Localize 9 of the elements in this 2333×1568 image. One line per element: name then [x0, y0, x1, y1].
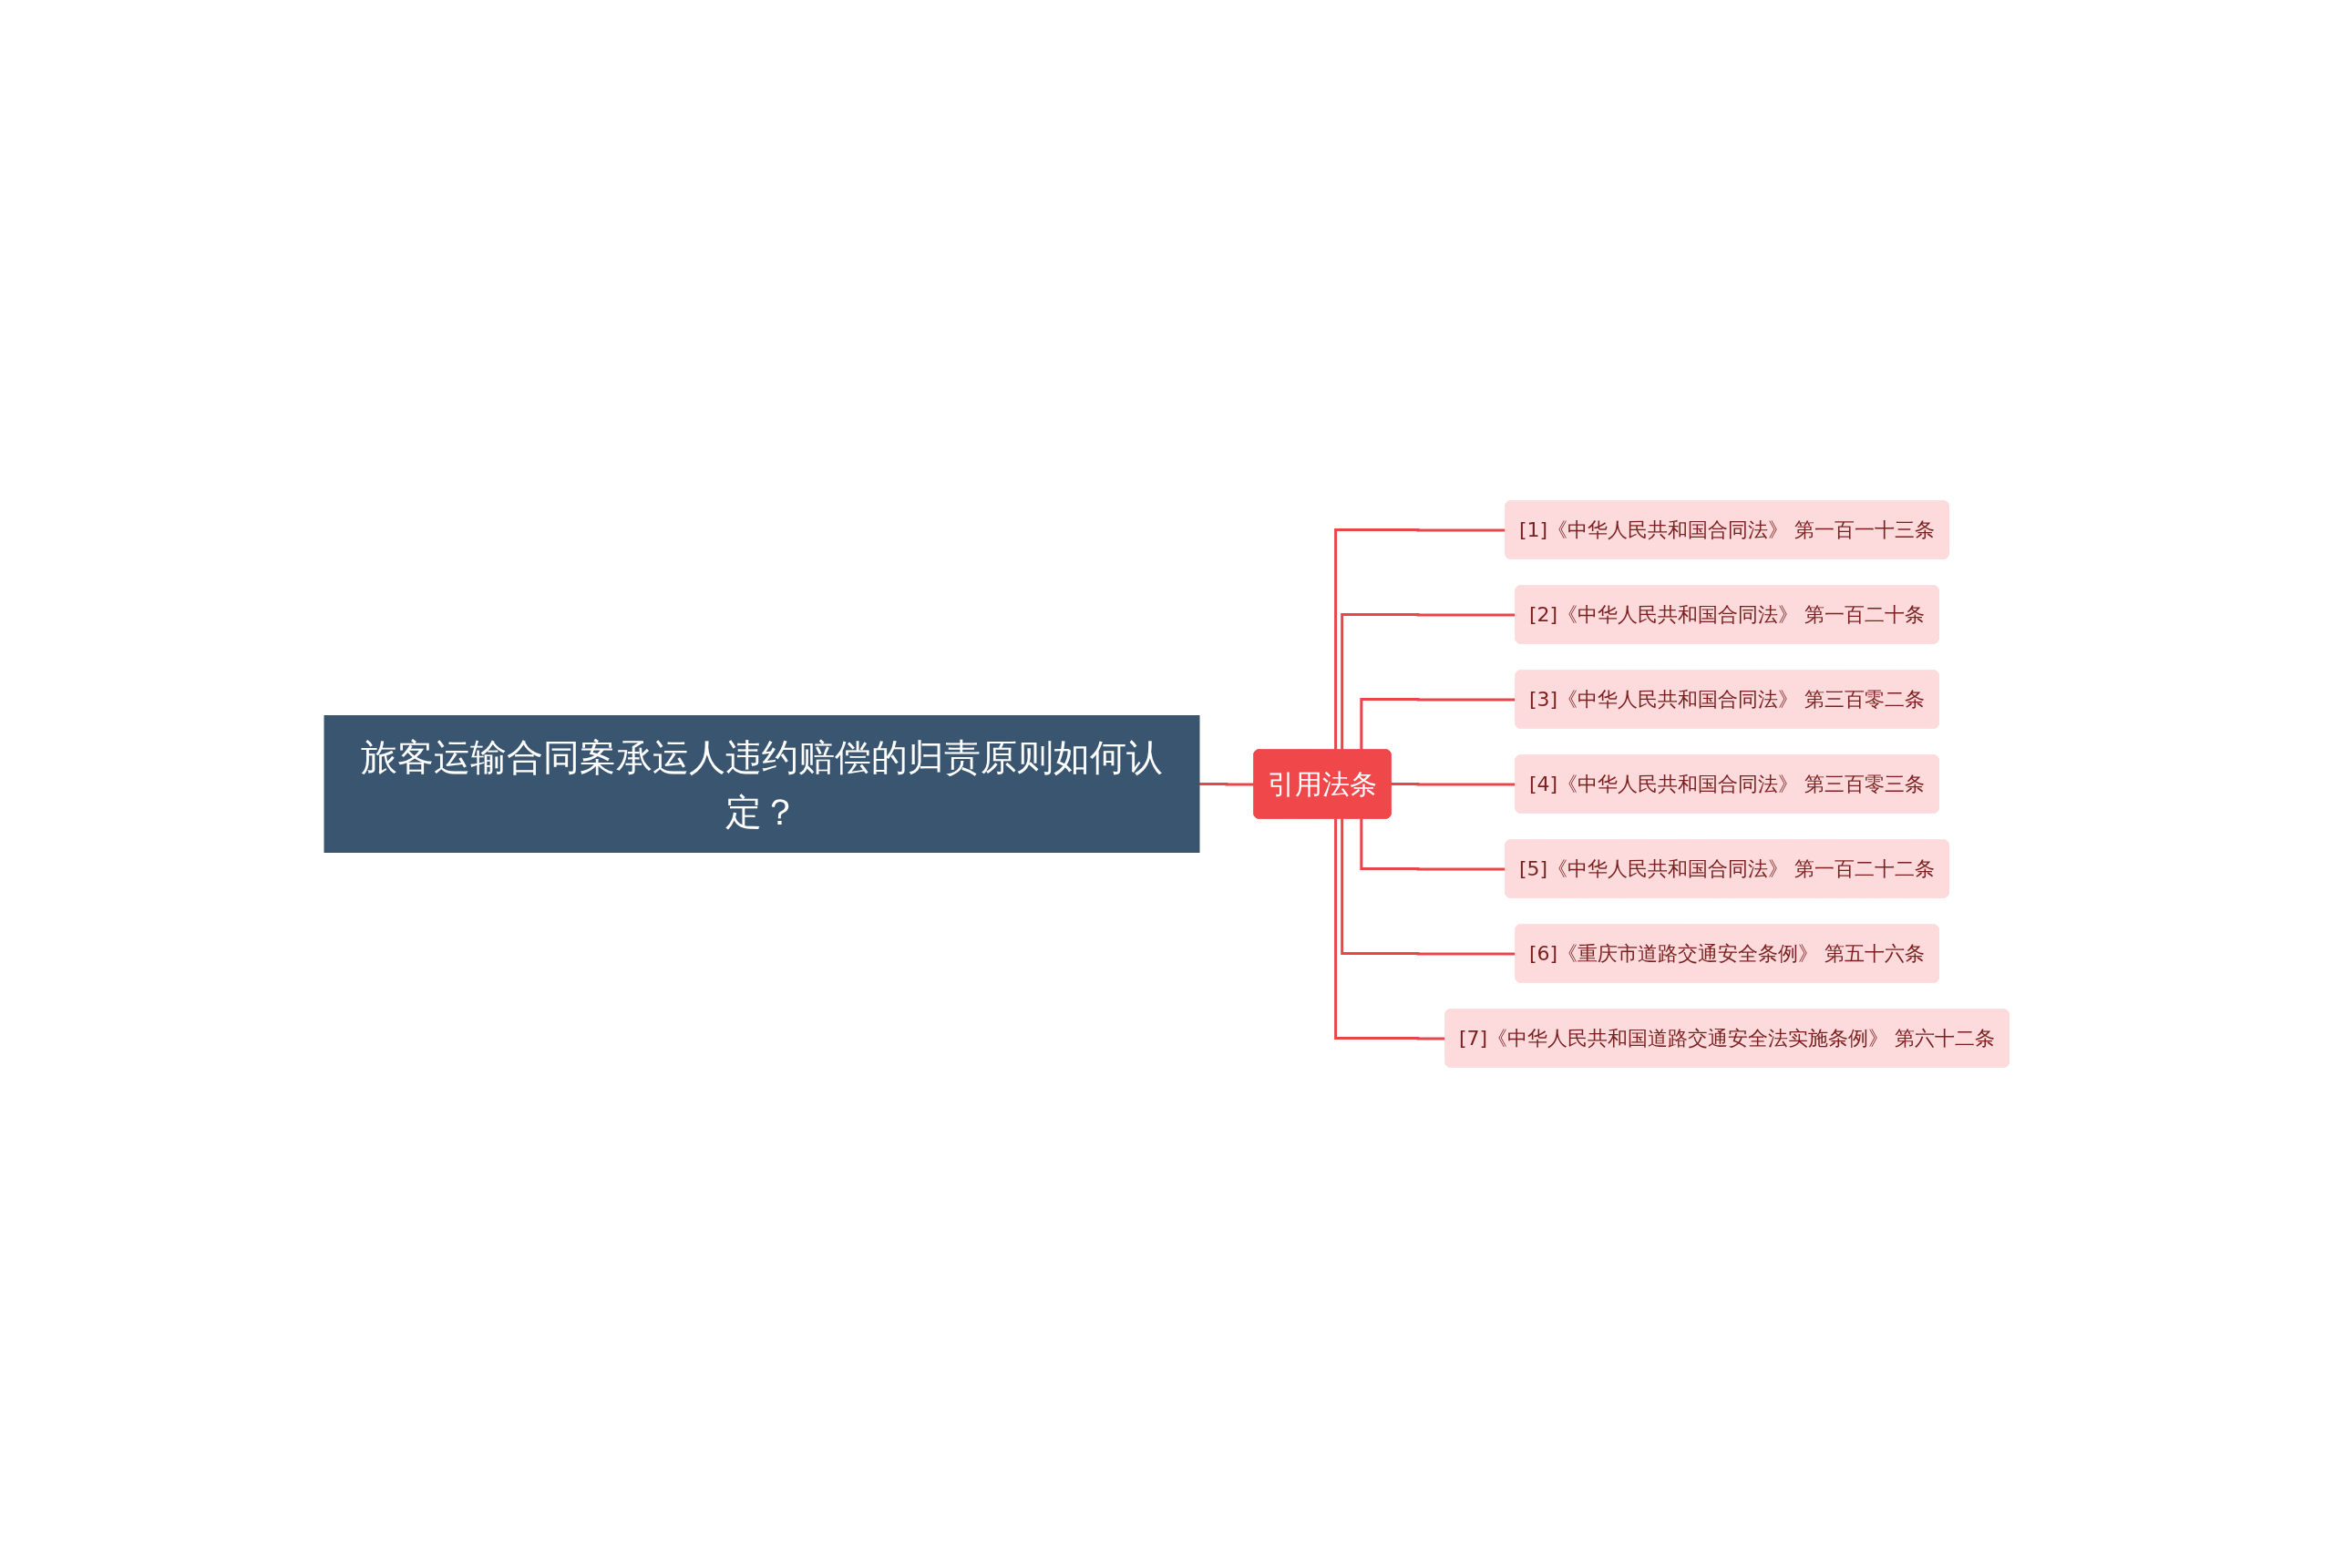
connector	[1389, 783, 1516, 786]
connector	[1341, 613, 1516, 751]
connector	[1360, 698, 1516, 751]
connector	[1341, 818, 1516, 956]
connector	[1334, 528, 1506, 751]
connector	[1197, 783, 1255, 786]
node-box: 旅客运输合同案承运人违约赔偿的归责原则如何认定？	[324, 715, 1200, 853]
connector	[1334, 818, 1446, 1040]
connector	[1360, 818, 1506, 871]
